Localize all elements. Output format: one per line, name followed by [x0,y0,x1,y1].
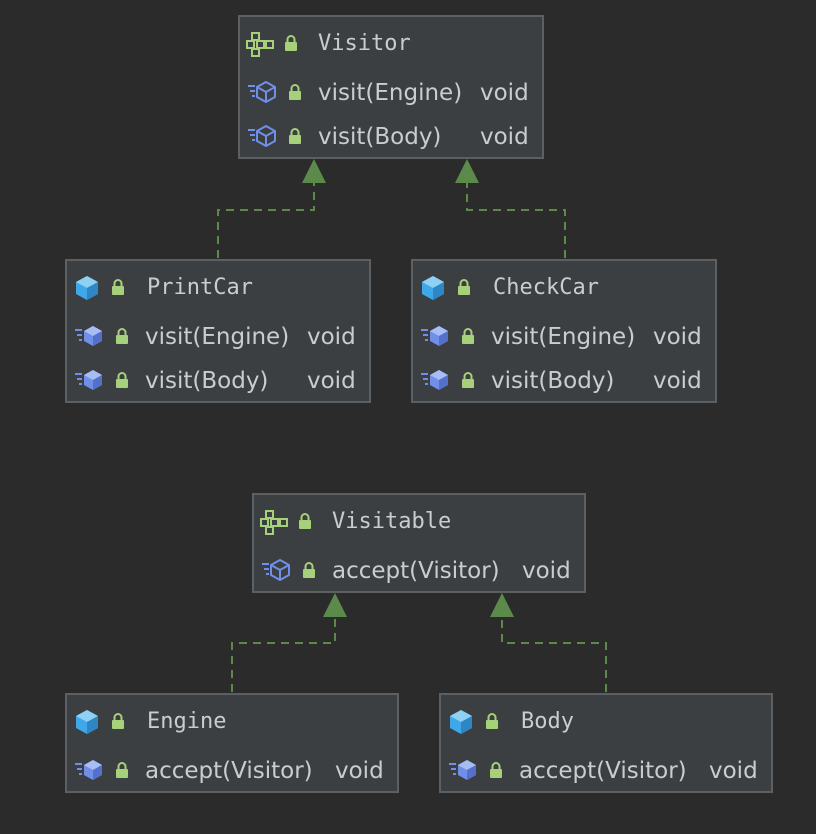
node-header: Visitable [254,495,584,549]
member-row[interactable]: visit(Engine) void [67,315,369,359]
lock-icon [299,513,311,529]
method-icon [75,370,102,390]
node-checkcar[interactable]: CheckCar visit(Engine) void [411,259,717,403]
edge-body-visitable [501,617,607,692]
member-row[interactable]: visit(Engine) void [413,315,715,359]
method-signature: visit(Engine) [145,324,290,350]
node-header: Engine [67,695,397,749]
return-type: void [709,758,758,784]
lock-icon [289,84,301,100]
lock-icon [285,35,297,51]
member-row[interactable]: visit(Body) void [240,115,542,159]
node-engine[interactable]: Engine accept(Visitor) void [65,693,399,793]
return-type: void [307,324,356,350]
class-icon [76,710,98,734]
return-type: void [480,124,529,150]
lock-icon [486,713,498,729]
lock-icon [112,713,124,729]
abstract-method-icon [248,81,276,103]
return-type: void [480,80,529,106]
edge-checkcar-visitor [466,183,566,258]
method-signature: accept(Visitor) [332,558,500,584]
arrowhead [490,593,514,617]
return-type: void [335,758,384,784]
interface-icon [246,32,274,57]
edge-printcar-visitor [217,183,315,258]
edge-engine-visitable [231,617,336,692]
lock-icon [462,328,474,344]
node-title: Engine [147,709,227,734]
member-row[interactable]: accept(Visitor) void [441,749,771,793]
arrowhead [302,159,326,183]
lock-icon [462,372,474,388]
method-signature: visit(Engine) [318,80,463,106]
node-title: PrintCar [147,275,253,300]
method-icon [449,760,476,780]
method-signature: visit(Body) [318,124,442,150]
lock-icon [112,279,124,295]
node-title: Visitable [332,509,452,534]
method-icon [421,370,448,390]
member-row[interactable]: accept(Visitor) void [254,549,584,593]
node-visitor[interactable]: Visitor visit(Engine) void visit(Body) v… [238,15,544,159]
return-type: void [522,558,571,584]
method-signature: accept(Visitor) [145,758,313,784]
method-icon [75,326,102,346]
abstract-method-icon [248,125,276,147]
node-body[interactable]: Body accept(Visitor) void [439,693,773,793]
return-type: void [653,368,702,394]
method-signature: visit(Engine) [491,324,636,350]
method-signature: visit(Body) [145,368,269,394]
node-printcar[interactable]: PrintCar visit(Engine) void [65,259,371,403]
member-row[interactable]: accept(Visitor) void [67,749,397,793]
node-visitable[interactable]: Visitable accept(Visitor) void [252,493,586,593]
node-header: Visitor [240,17,542,71]
method-signature: visit(Body) [491,368,615,394]
arrowhead [323,593,347,617]
interface-icon [260,510,288,535]
node-header: Body [441,695,771,749]
return-type: void [307,368,356,394]
member-row[interactable]: visit(Engine) void [240,71,542,115]
lock-icon [458,279,470,295]
return-type: void [653,324,702,350]
member-row[interactable]: visit(Body) void [67,359,369,403]
class-icon [450,710,472,734]
node-title: CheckCar [493,275,599,300]
abstract-method-icon [262,559,290,581]
lock-icon [303,562,315,578]
method-icon [421,326,448,346]
lock-icon [116,328,128,344]
lock-icon [116,372,128,388]
node-header: CheckCar [413,261,715,315]
class-icon [422,276,444,300]
method-signature: accept(Visitor) [519,758,687,784]
lock-icon [490,762,502,778]
node-title: Visitor [318,31,411,56]
arrowhead [455,159,479,183]
member-row[interactable]: visit(Body) void [413,359,715,403]
node-title: Body [521,709,574,734]
node-header: PrintCar [67,261,369,315]
lock-icon [116,762,128,778]
lock-icon [289,128,301,144]
method-icon [75,760,102,780]
class-icon [76,276,98,300]
